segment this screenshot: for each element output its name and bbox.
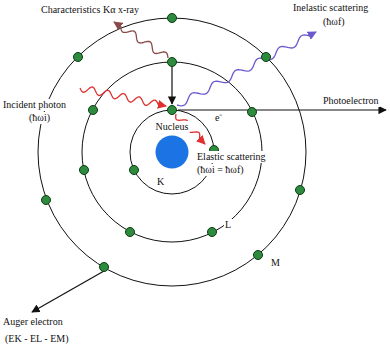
energy-label: (EK - EL - EM) — [4, 333, 70, 345]
process-label: Photoelectron — [322, 95, 380, 107]
process-label: Characteristics Kα x-ray — [40, 4, 140, 16]
shell-label: M — [270, 257, 281, 269]
shell-label: K — [156, 176, 165, 188]
energy-label: (ħωf) — [322, 16, 346, 28]
electron — [130, 166, 139, 175]
nucleus-circle — [156, 136, 189, 169]
process-label: Auger electron — [2, 316, 64, 328]
nucleus-label: Nucleus — [155, 121, 190, 133]
m-shell — [38, 18, 306, 286]
nucleus: Nucleus — [155, 135, 189, 169]
shell-label: L — [224, 219, 232, 231]
electron — [262, 53, 271, 62]
electron — [168, 58, 177, 67]
photoelectron-track — [178, 109, 386, 110]
process-label: Elastic scattering — [196, 151, 267, 163]
electron — [208, 228, 217, 237]
photon-wave — [177, 32, 316, 106]
electron — [168, 14, 177, 23]
auger-track — [32, 271, 104, 312]
electron — [254, 251, 263, 260]
photon-waves — [80, 22, 316, 144]
photon-wave — [80, 87, 166, 106]
electron — [74, 53, 83, 62]
transition-line — [171, 66, 172, 104]
electrons — [42, 14, 305, 272]
particle-label: e⁻ — [214, 112, 223, 124]
electron — [168, 106, 177, 115]
electron — [126, 228, 135, 237]
process-label: Incident photon — [2, 99, 67, 111]
electron — [248, 108, 257, 117]
electron — [296, 186, 305, 195]
electron — [100, 263, 109, 272]
electron-shells — [38, 18, 306, 286]
process-label: Inelastic scattering — [292, 2, 369, 14]
photon-wave — [114, 22, 168, 58]
energy-label: (ħωi) — [28, 112, 51, 124]
electron — [42, 196, 51, 205]
electron — [89, 106, 98, 115]
nucleus-shape — [155, 135, 189, 169]
electron — [80, 166, 89, 175]
energy-label: (ħωi = ħωf) — [196, 164, 245, 176]
